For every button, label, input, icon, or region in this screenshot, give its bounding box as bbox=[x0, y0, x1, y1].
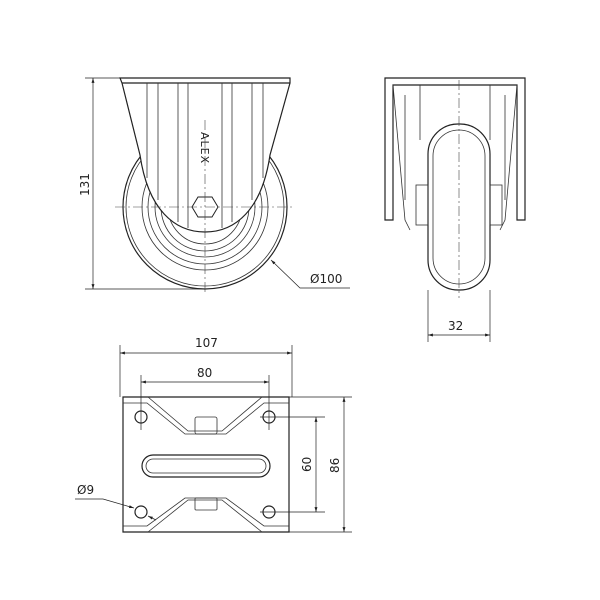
mounting-holes bbox=[134, 410, 276, 519]
dimension-hole-diameter: Ø9 bbox=[77, 483, 94, 497]
plan-view: 107 80 60 86 Ø9 bbox=[75, 336, 352, 533]
side-view: 32 bbox=[384, 77, 526, 342]
front-view: ALEX 131 Ø100 bbox=[78, 77, 350, 295]
dimension-plate-length: 86 bbox=[328, 458, 342, 473]
dimension-height: 131 bbox=[78, 173, 92, 196]
dimension-plate-width: 107 bbox=[195, 336, 218, 350]
brand-mark: ALEX bbox=[198, 132, 211, 164]
dimension-wheel-diameter: Ø100 bbox=[310, 272, 342, 286]
dimension-hole-spacing-y: 60 bbox=[300, 457, 314, 472]
dimension-hole-spacing-x: 80 bbox=[197, 366, 212, 380]
dimension-wheel-width: 32 bbox=[448, 319, 463, 333]
